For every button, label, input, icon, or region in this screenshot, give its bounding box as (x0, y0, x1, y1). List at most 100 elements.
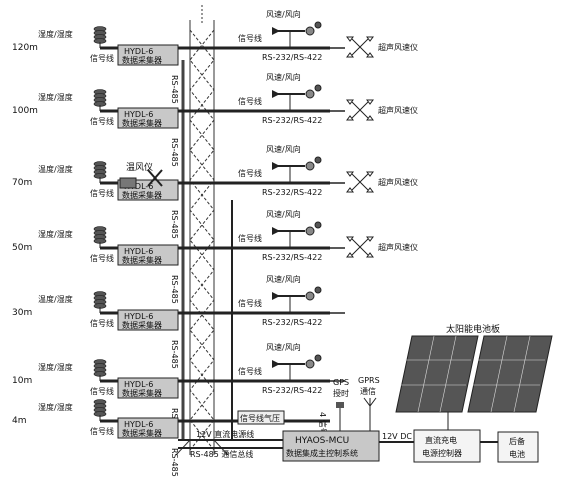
collector-box (117, 309, 179, 331)
collector-line1: HYDL-6 (124, 420, 153, 429)
humidity-sensor-icon (93, 161, 107, 183)
wind-sensor-icon (272, 84, 322, 111)
humidity-label: 湿度/湿度 (38, 92, 73, 102)
level-row: 50m湿度/湿度信号线HYDL-6数据采集器RS-485风速/风向信号线RS-2… (12, 209, 418, 304)
sonic-label: 超声风速仪 (378, 177, 418, 187)
wind-signal-label: 信号线 (238, 366, 262, 376)
gps-antenna-icon (336, 402, 344, 431)
temp-wind-label: 温风仪 (126, 162, 153, 173)
sonic-anemometer-icon (346, 99, 374, 121)
solar-label: 太阳能电池板 (446, 323, 500, 335)
wind-signal-label: 信号线 (238, 233, 262, 243)
humidity-sensor-icon (93, 399, 107, 421)
humidity-sensor-icon (93, 291, 107, 313)
wind-label: 风速/风向 (266, 144, 301, 154)
wind-signal-label: 信号线 (238, 298, 262, 308)
main-controller-box (282, 430, 380, 462)
humidity-label: 湿度/湿度 (38, 229, 73, 239)
gprs-label-1: GPRS (358, 376, 380, 385)
rs-label: RS-232/RS-422 (262, 188, 322, 197)
sonic-anemometer-icon (346, 236, 374, 258)
pressure-label: 信号线气压 (240, 413, 280, 423)
collector-line1: HYDL-6 (124, 110, 153, 119)
height-label: 10m (12, 376, 32, 386)
sonic-anemometer-icon (346, 36, 374, 58)
gps-label-1: GPS (333, 378, 349, 387)
level-row: 100m湿度/湿度信号线HYDL-6数据采集器RS-485风速/风向信号线RS-… (12, 72, 418, 167)
wind-sensor-icon (272, 354, 322, 381)
pressure-sensor-box (237, 410, 285, 425)
sonic-label: 超声风速仪 (378, 105, 418, 115)
temp-wind-sensor (119, 169, 163, 189)
wind-label: 风速/风向 (266, 209, 301, 219)
collector-line2: 数据采集器 (122, 255, 162, 265)
collector-line1: HYDL-6 (124, 47, 153, 56)
collector-line2: 数据采集器 (122, 320, 162, 330)
gps-label-2: 授时 (333, 388, 349, 398)
battery-box (497, 431, 539, 463)
main-unit-line1: HYAOS-MCU (295, 436, 349, 446)
height-label: 120m (12, 43, 38, 53)
rs-label: RS-232/RS-422 (262, 116, 322, 125)
sonic-label: 超声风速仪 (378, 42, 418, 52)
height-label: 50m (12, 243, 32, 253)
rs485-label: RS-485 (170, 75, 179, 104)
height-label: 70m (12, 178, 32, 188)
wind-signal-label: 信号线 (238, 33, 262, 43)
dc-label: 12V DC (382, 432, 412, 441)
wind-sensor-icon (272, 286, 322, 313)
wind-sensor-icon (272, 21, 322, 48)
collector-box (117, 377, 179, 399)
humidity-label: 湿度/湿度 (38, 29, 73, 39)
rs485-label: RS-485 (170, 340, 179, 369)
rs485-label: RS-485 (170, 275, 179, 304)
collector-box (117, 44, 179, 66)
rs-label: RS-232/RS-422 (262, 318, 322, 327)
collector-line1: HYDL-6 (124, 312, 153, 321)
rs485-label: RS-485 (170, 138, 179, 167)
wind-sensor-icon (272, 156, 322, 183)
main-unit-line2: 数据集成主控制系统 (286, 448, 358, 458)
rs485-label: RS-485 (170, 448, 179, 477)
charger-line2: 电源控制器 (422, 448, 462, 458)
signal-label: 信号线 (90, 188, 114, 198)
wind-label: 风速/风向 (266, 72, 301, 82)
sonic-anemometer-icon (346, 171, 374, 193)
gprs-label-2: 通信 (360, 386, 376, 396)
battery-line2: 电池 (509, 449, 525, 459)
collector-line2: 数据采集器 (122, 190, 162, 200)
collector-line2: 数据采集器 (122, 118, 162, 128)
sonic-label: 超声风速仪 (378, 242, 418, 252)
humidity-sensor-icon (93, 359, 107, 381)
collector-line2: 数据采集器 (122, 55, 162, 65)
bus-power-label: 12V 直流电源线 (196, 429, 254, 439)
battery-line1: 后备 (509, 436, 525, 446)
signal-bus-label: 4 信号线 (318, 412, 328, 444)
wind-sensor-icon (272, 221, 322, 248)
collector-line1: HYDL-6 (124, 380, 153, 389)
rs-label: RS-232/RS-422 (262, 386, 322, 395)
wind-signal-label: 信号线 (238, 168, 262, 178)
level-row: 30m温度/湿度信号线HYDL-6数据采集器RS-485风速/风向信号线RS-2… (12, 274, 345, 369)
level-row: 70m温度/湿度信号线HYDL-6数据采集器RS-485风速/风向信号线RS-2… (12, 144, 418, 239)
bus-comm-label: RS-485 通信总线 (190, 449, 253, 459)
humidity-label: 湿度/湿度 (38, 362, 73, 372)
rs-label: RS-232/RS-422 (262, 53, 322, 62)
height-label: 100m (12, 106, 38, 116)
collector-line1: HYDL-6 (124, 247, 153, 256)
signal-label: 信号线 (90, 318, 114, 328)
signal-label: 信号线 (90, 53, 114, 63)
signal-label: 信号线 (90, 116, 114, 126)
solar-panel-icon (395, 335, 553, 430)
humidity-label: 温度/湿度 (38, 164, 73, 174)
rs485-label: RS-485 (170, 210, 179, 239)
humidity-sensor-icon (93, 26, 107, 48)
charger-box (413, 429, 481, 463)
gprs-antenna-icon (363, 397, 377, 431)
wind-label: 风速/风向 (266, 9, 301, 19)
signal-label: 信号线 (90, 426, 114, 436)
humidity-sensor-icon (93, 89, 107, 111)
collector-line1: HYDL-6 (124, 182, 153, 191)
collector-box (117, 244, 179, 266)
